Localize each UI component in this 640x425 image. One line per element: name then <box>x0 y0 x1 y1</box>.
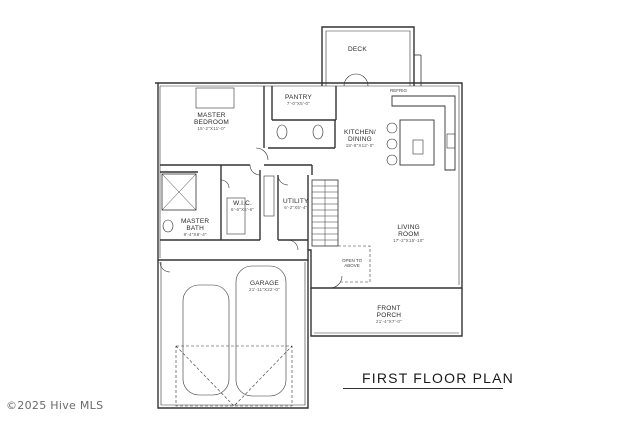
master-bedroom-name1: MASTER <box>197 112 226 119</box>
kitchen-island <box>399 119 435 166</box>
living-name2: ROOM <box>398 230 420 238</box>
open-to-above-line2: ABOVE <box>344 262 360 268</box>
wic-size: 6'-6"X5'-6" <box>231 206 255 212</box>
plan-title: FIRST FLOOR PLAN <box>362 370 514 386</box>
master-bedroom-name2: BEDROOM <box>194 118 229 126</box>
kitchen-counter <box>391 95 456 171</box>
garage-wall-inner <box>160 262 306 406</box>
wic-label: W.I.C. 6'-6"X5'-6" <box>231 200 255 213</box>
living-name1: LIVING <box>397 224 420 231</box>
utility-name: UTILITY <box>283 198 309 205</box>
deck-label: DECK <box>348 46 367 53</box>
master-bath-label: MASTER BATH 8'-4"X8'-4" <box>181 218 210 237</box>
door-swings <box>159 73 369 289</box>
porch-outline <box>310 288 463 337</box>
garage-door-swing <box>175 345 293 407</box>
master-bedroom-size: 15'-2"X11'-0" <box>197 125 226 131</box>
kitchen-dining-label: KITCHEN/ DINING 18'-8"X12'-0" <box>344 129 376 148</box>
kitchen-name2: DINING <box>347 135 372 143</box>
open-to-above-label: OPEN TO ABOVE <box>342 258 363 268</box>
garage-name: GARAGE <box>249 280 279 287</box>
shower-x <box>161 173 197 211</box>
garage-wall <box>157 260 309 409</box>
master-bath-name2: BATH <box>186 224 204 232</box>
refrig-label: REFRIG <box>390 88 408 93</box>
deck-outline <box>321 26 415 86</box>
stair-treads <box>312 180 338 246</box>
kitchen-sink <box>412 139 424 155</box>
utility-label: UTILITY 6'-2"X5'-4" <box>283 198 309 211</box>
pantry-size: 7'-0"X5'-0" <box>286 100 311 106</box>
garage-size: 21'-11"X22'-0" <box>249 286 280 292</box>
porch-size: 21'-4"X7'-0" <box>376 318 402 324</box>
front-porch-label: FRONT PORCH 21'-4"X7'-0" <box>376 305 402 324</box>
porch-name2: PORCH <box>376 311 402 319</box>
master-bedroom-label: MASTER BEDROOM 15'-2"X11'-0" <box>194 112 229 131</box>
title-underline <box>343 388 503 389</box>
deck-rail <box>325 30 411 86</box>
living-room-label: LIVING ROOM 17'-2"X15'-10" <box>393 224 425 243</box>
utility-size: 6'-2"X5'-4" <box>284 204 308 210</box>
fixtures <box>162 87 324 235</box>
range <box>446 133 456 149</box>
open-to-above-outline <box>338 245 371 283</box>
living-size: 17'-2"X15'-10" <box>393 237 425 243</box>
porch-name1: FRONT <box>377 305 401 312</box>
wic-name: W.I.C. <box>233 200 253 207</box>
garage-label: GARAGE 21'-11"X22'-0" <box>249 280 280 293</box>
house-exterior-wall <box>155 82 463 289</box>
pantry-label: PANTRY 7'-0"X5'-0" <box>285 94 312 107</box>
pantry-name: PANTRY <box>285 94 312 101</box>
watermark: ©2025 Hive MLS <box>6 399 104 412</box>
master-bath-name1: MASTER <box>181 218 210 225</box>
master-bath-size: 8'-4"X8'-4" <box>183 231 207 237</box>
shower <box>161 173 197 211</box>
bar-stools <box>386 122 398 166</box>
car-outline <box>182 284 230 396</box>
kitchen-name1: KITCHEN/ <box>344 129 376 136</box>
car-outline <box>235 265 287 397</box>
kitchen-size: 18'-8"X12'-0" <box>345 142 375 148</box>
open-to-above-line1: OPEN TO <box>342 258 363 263</box>
